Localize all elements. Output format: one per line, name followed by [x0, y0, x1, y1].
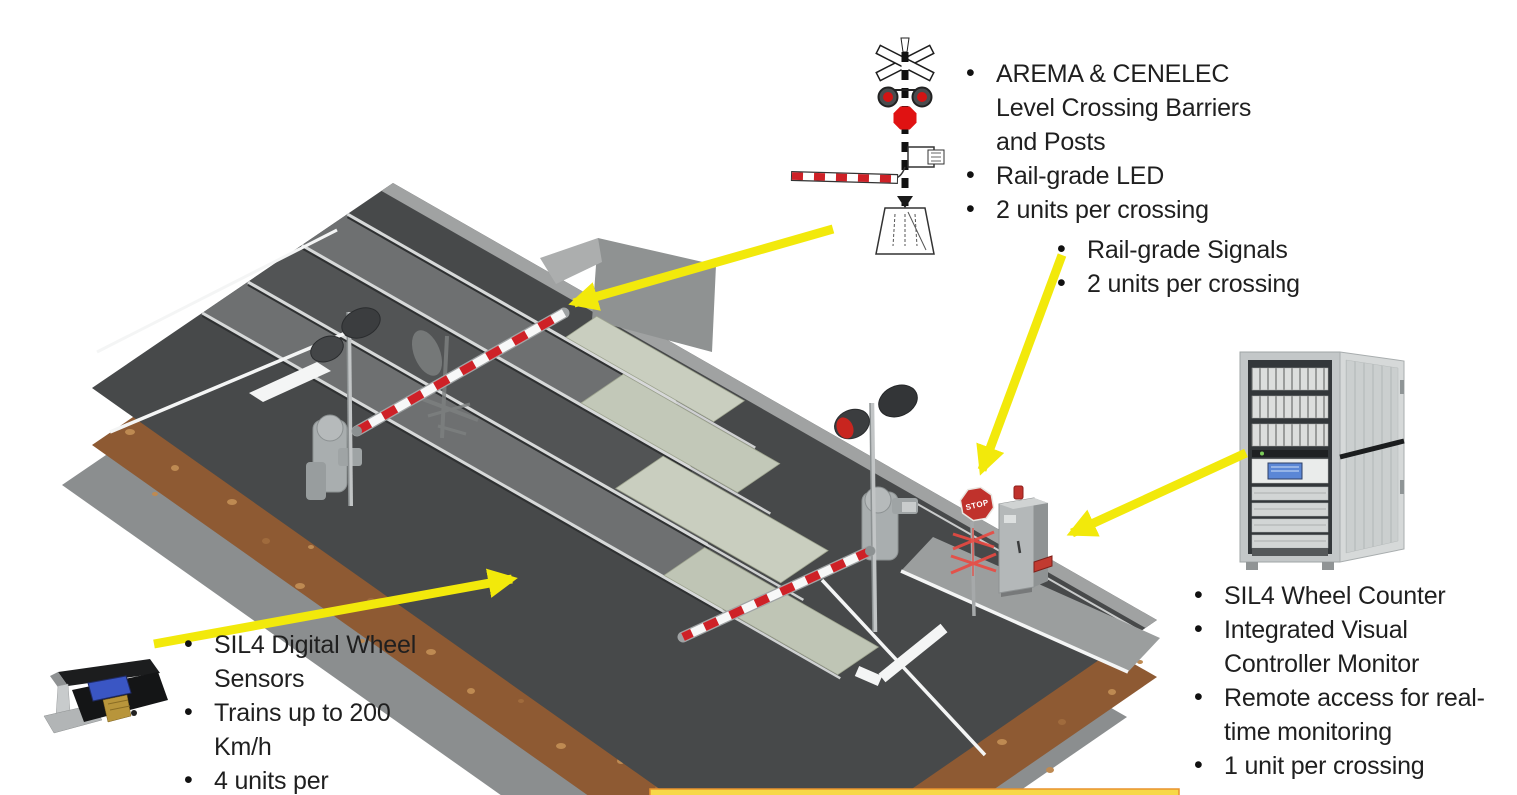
cabinet-top — [999, 498, 1048, 509]
callout-wheel-sensor — [43, 659, 168, 734]
list-item: 2 units per crossing — [962, 192, 1292, 227]
red-lamp-face — [836, 417, 854, 439]
list-item: Integrated Visual Controller Monitor — [1190, 612, 1490, 681]
right-barrier-assembly — [677, 384, 918, 643]
roadside-cabinet — [998, 485, 1053, 597]
red-roundel — [893, 106, 917, 130]
flashing-lamps — [877, 86, 933, 108]
callout-list-wheel-sensors: SIL4 Digital Wheel Sensors Trains up to … — [180, 627, 422, 795]
list-item: Trains up to 200 Km/h — [180, 695, 422, 764]
list-item: 2 units per crossing — [1053, 266, 1393, 301]
callout-crossing-signal — [790, 37, 945, 255]
relay-row — [1251, 423, 1329, 447]
callout-list-barriers: AREMA & CENELEC Level Crossing Barriers … — [962, 56, 1292, 227]
list-item: SIL4 Digital Wheel Sensors — [180, 627, 422, 696]
rail-head — [58, 659, 160, 686]
barrier-arm — [351, 307, 570, 437]
stop-sign — [959, 486, 995, 522]
callout-list-controller: SIL4 Wheel Counter Integrated Visual Con… — [1190, 578, 1490, 783]
arrow-barriers — [568, 224, 835, 311]
left-lane-line-1 — [96, 228, 338, 354]
list-item: Rail-grade LED — [962, 158, 1292, 193]
side-device — [1033, 555, 1053, 573]
left-barrier-assembly — [306, 307, 570, 507]
list-item: Remote access for real-time monitoring — [1190, 680, 1490, 749]
callout-equipment-cabinet — [1239, 351, 1405, 570]
relay-row — [1251, 395, 1329, 419]
relay-row — [1251, 367, 1329, 391]
crossbuck-glyph — [950, 528, 997, 576]
signal-mast — [869, 402, 878, 633]
left-road-dash — [249, 362, 331, 402]
stop-sign-assembly: STOP — [950, 486, 997, 617]
sensor-body — [87, 675, 132, 702]
road-far-approach — [592, 238, 716, 352]
signal-mast — [347, 311, 353, 507]
signal-lamp-hoods — [310, 307, 381, 363]
cabinet-side — [1034, 498, 1048, 587]
right-shoulder — [901, 537, 1160, 672]
gate-arm — [790, 171, 899, 184]
door-bar — [1339, 438, 1405, 460]
road-far-approach-edge — [540, 238, 602, 284]
arrow-controller — [1066, 448, 1248, 538]
crossing-panels — [565, 315, 880, 676]
bottom-highlight-bar — [649, 788, 1180, 795]
list-item: AREMA & CENELEC Level Crossing Barriers … — [962, 56, 1292, 159]
beacon-light — [1013, 485, 1024, 500]
signal-shadow — [411, 330, 479, 439]
arrow-signals — [976, 253, 1067, 476]
list-item: 1 unit per crossing — [1190, 748, 1490, 783]
list-item: SIL4 Wheel Counter — [1190, 578, 1490, 613]
list-item: 4 units per crossing — [180, 763, 422, 795]
signal-lamp-hoods — [834, 384, 918, 440]
list-item: Rail-grade Signals — [1053, 232, 1393, 267]
right-l-marking — [854, 623, 948, 687]
crossing-rail-segments — [555, 337, 841, 680]
cabinet-front — [998, 497, 1035, 594]
callout-list-signals: Rail-grade Signals 2 units per crossing — [1053, 232, 1393, 301]
right-shoulder-line — [900, 569, 1129, 674]
barrier-arm — [677, 545, 876, 643]
